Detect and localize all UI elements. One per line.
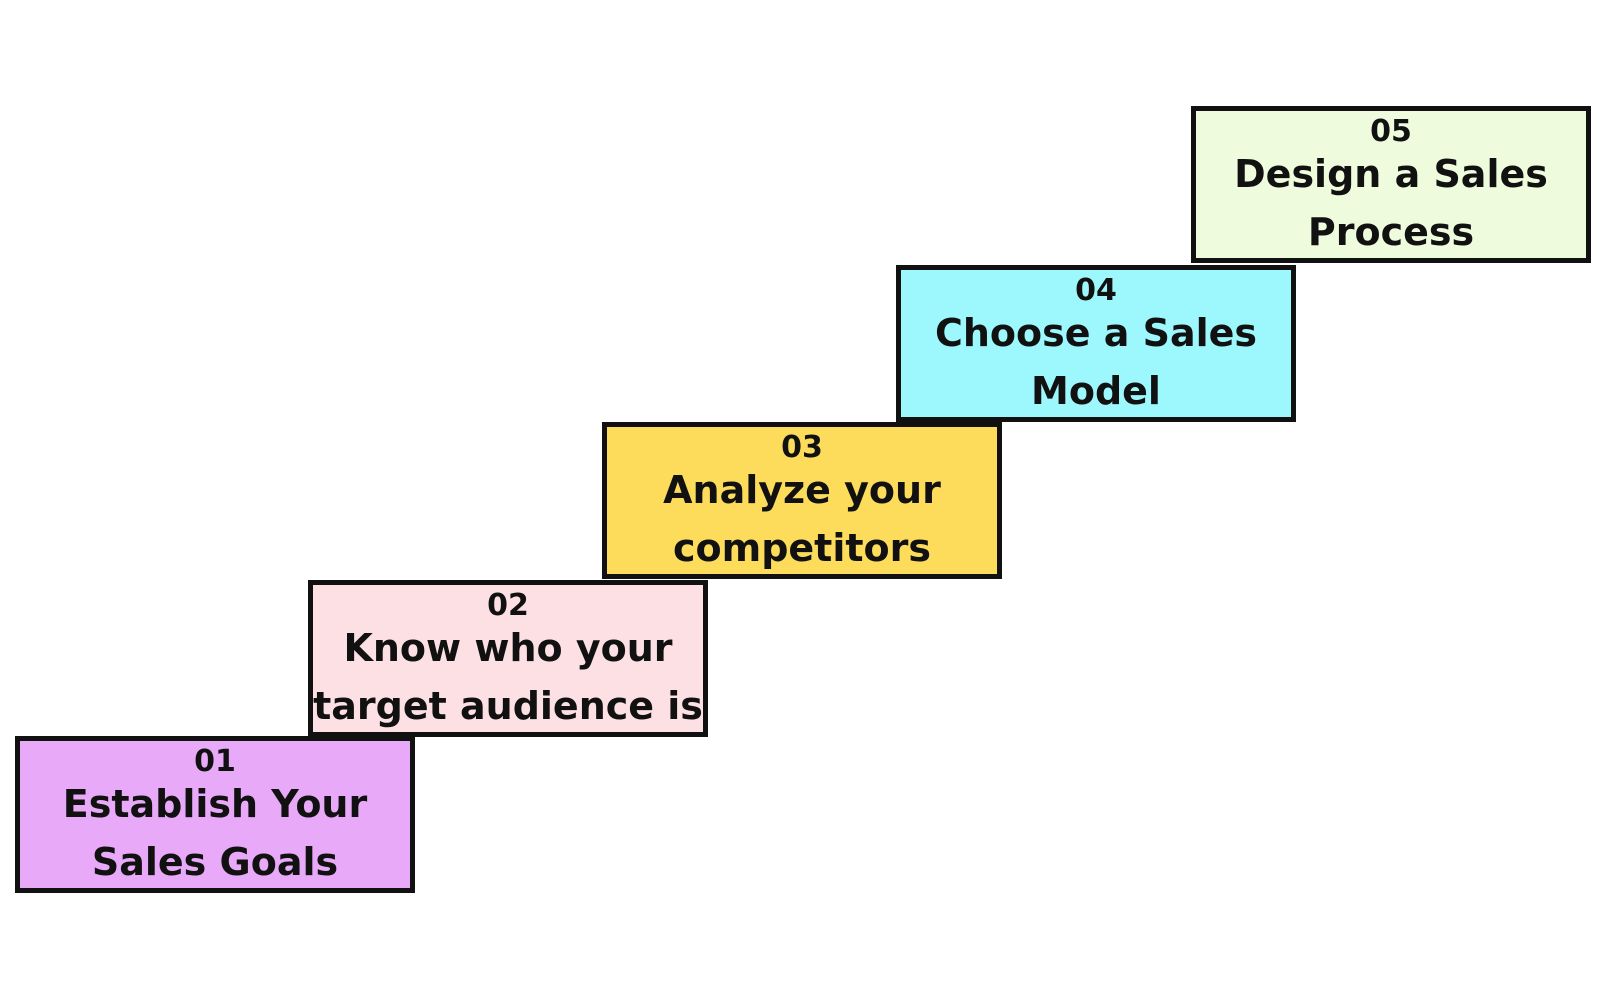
step-label-line: Analyze your xyxy=(663,468,941,512)
step-label-line: Sales Goals xyxy=(91,840,339,884)
step-label-line: target audience is xyxy=(313,684,703,728)
step-box-05: 05 Design a Sales Process xyxy=(1191,106,1591,263)
step-box-02: 02 Know who your target audience is xyxy=(308,580,708,737)
step-label-line: Establish Your xyxy=(62,782,368,826)
step-label-line: Choose a Sales xyxy=(934,311,1258,355)
step-label: Establish Your Sales Goals xyxy=(63,775,367,891)
step-label-line: Model xyxy=(1031,369,1161,413)
step-label: Know who your target audience is xyxy=(313,619,703,735)
step-box-01: 01 Establish Your Sales Goals xyxy=(15,736,415,893)
step-number: 03 xyxy=(781,430,823,465)
step-label-line: competitors xyxy=(672,526,931,570)
step-box-03: 03 Analyze your competitors xyxy=(602,422,1002,579)
step-label-line: Design a Sales xyxy=(1234,152,1548,196)
step-label: Choose a Sales Model xyxy=(935,304,1257,420)
step-number: 01 xyxy=(194,744,236,779)
step-label-line: Know who your xyxy=(343,626,673,670)
step-number: 02 xyxy=(487,588,529,623)
step-label: Analyze your competitors xyxy=(663,461,941,577)
step-label-line: Process xyxy=(1307,210,1475,254)
step-label: Design a Sales Process xyxy=(1234,145,1548,261)
step-box-04: 04 Choose a Sales Model xyxy=(896,265,1296,422)
step-number: 04 xyxy=(1075,273,1117,308)
step-number: 05 xyxy=(1370,114,1412,149)
